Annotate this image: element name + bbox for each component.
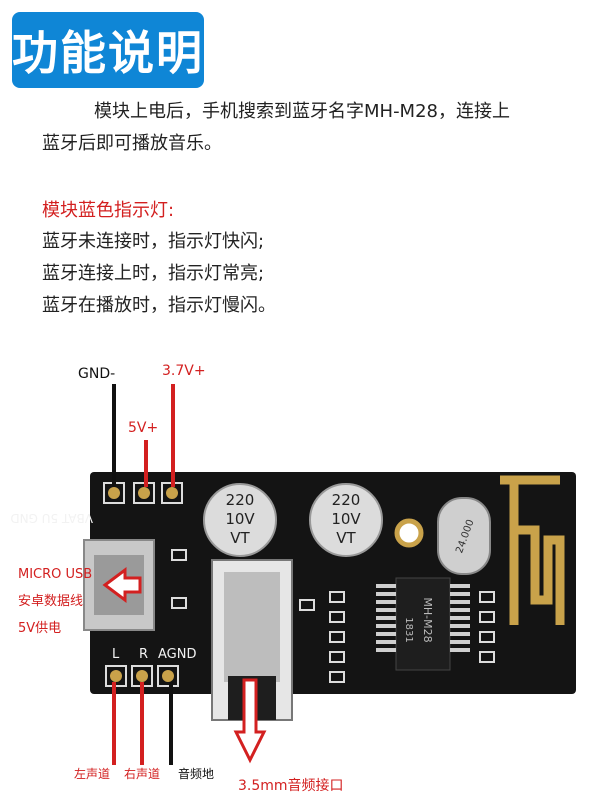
svg-text:10V: 10V <box>331 510 361 528</box>
silk-top-label: VBAT 5U GND <box>10 511 93 525</box>
capacitor-left: 220 10V VT <box>203 483 277 557</box>
svg-text:VT: VT <box>230 529 250 547</box>
indicator-line-fast: 蓝牙未连接时，指示灯快闪; <box>42 231 265 252</box>
title-badge: 功能说明 <box>12 12 204 88</box>
intro-line-1: 模块上电后，手机搜索到蓝牙名字MH-M28，连接上 <box>94 101 510 122</box>
silk-l: L <box>112 647 120 662</box>
left-channel-label: 左声道 <box>74 766 110 781</box>
mounting-hole <box>394 518 424 548</box>
silk-agnd: AGND <box>158 647 196 662</box>
audio-ground-label: 音频地 <box>178 766 214 781</box>
antenna-trace <box>500 475 565 625</box>
usb-label-1: MICRO USB <box>18 567 92 582</box>
5v-label: 5V+ <box>128 420 158 436</box>
crystal-oscillator: 24.000 <box>437 497 491 575</box>
usb-label-3: 5V供电 <box>18 621 61 636</box>
usb-arrow-icon <box>102 567 142 603</box>
3v7-label: 3.7V+ <box>162 363 206 379</box>
smd-pads <box>171 549 495 683</box>
jack-arrow-icon <box>233 678 267 764</box>
usb-label-2: 安卓数据线 <box>18 594 83 609</box>
svg-text:VT: VT <box>336 529 356 547</box>
indicator-line-slow: 蓝牙在播放时，指示灯慢闪。 <box>42 295 276 316</box>
jack-label: 3.5mm音频接口 <box>238 777 344 794</box>
intro-paragraph: 模块上电后，手机搜索到蓝牙名字MH-M28，连接上 蓝牙后即可播放音乐。 <box>42 96 582 160</box>
mh-m28-chip: MH-M28 1831 <box>376 577 470 671</box>
right-channel-label: 右声道 <box>124 766 160 781</box>
gnd-label: GND- <box>78 366 115 382</box>
indicator-title: 模块蓝色指示灯: <box>42 200 175 221</box>
svg-text:10V: 10V <box>225 510 255 528</box>
capacitor-right: 220 10V VT <box>309 483 383 557</box>
indicator-line-steady: 蓝牙连接上时，指示灯常亮; <box>42 263 265 284</box>
indicator-list: 蓝牙未连接时，指示灯快闪; 蓝牙连接上时，指示灯常亮; 蓝牙在播放时，指示灯慢闪… <box>42 226 276 322</box>
svg-text:220: 220 <box>226 491 255 509</box>
silk-r: R <box>139 647 148 662</box>
page-title: 功能说明 <box>12 26 204 80</box>
svg-text:1831: 1831 <box>403 617 414 642</box>
svg-text:220: 220 <box>332 491 361 509</box>
svg-text:MH-M28: MH-M28 <box>421 597 434 642</box>
intro-line-2: 蓝牙后即可播放音乐。 <box>42 133 222 154</box>
